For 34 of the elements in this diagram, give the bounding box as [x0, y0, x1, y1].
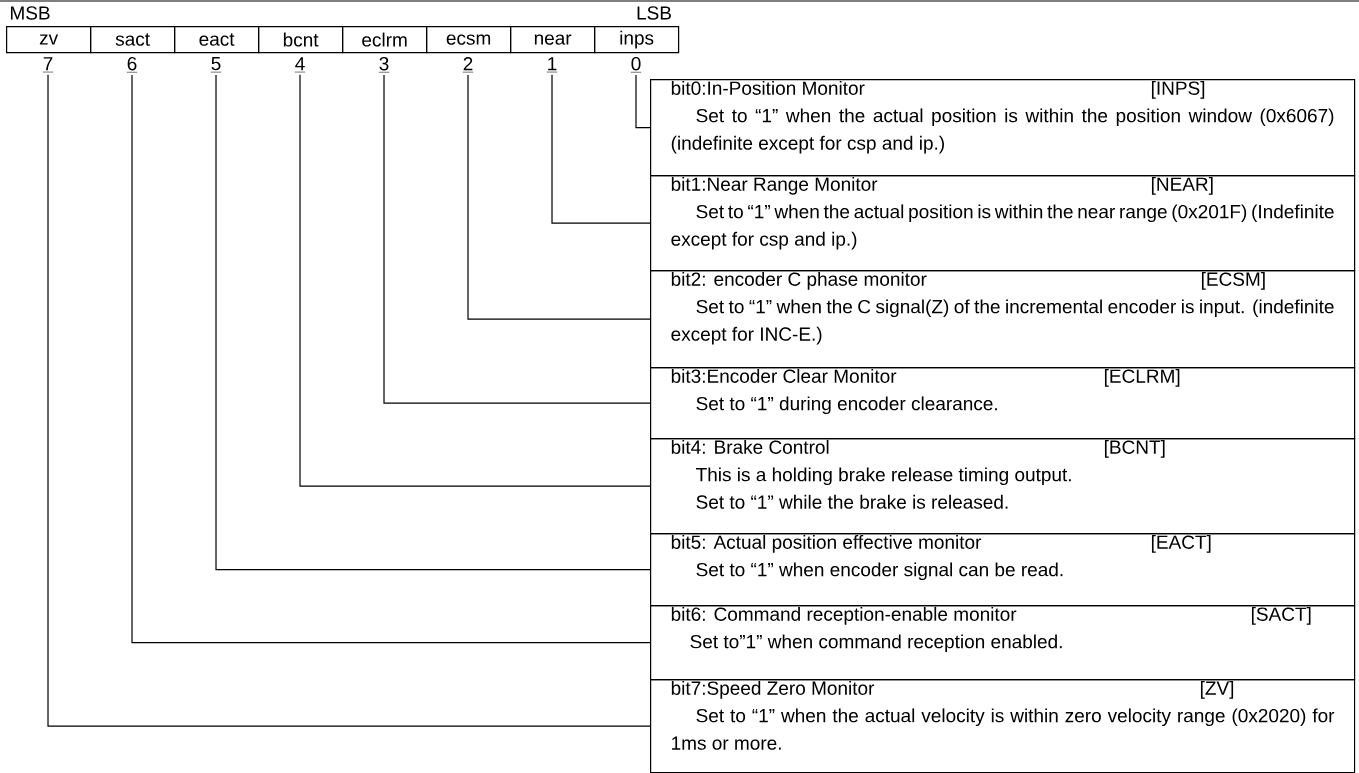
bit-number: 0 [630, 56, 642, 73]
description-box: bit1:Near Range Monitor [NEAR] Set to “1” when the actual position is within the near range (0x201F) (Indefinite except for csp and ip.) [650, 175, 1356, 272]
bit-number: 6 [126, 56, 138, 73]
bit-cell: zv [6, 26, 92, 54]
leader-line [635, 74, 651, 129]
description-box: bit5: Actual position effective monitor [EACT] Set to “1” when encoder signal can be read. [650, 533, 1356, 607]
leader-line [47, 74, 651, 727]
bit-order-label: LSB [637, 6, 671, 20]
bit-number: 4 [294, 57, 306, 73]
bit-cell: ecsm [426, 26, 512, 54]
leader-line [215, 74, 651, 571]
description-box: bit6: Command reception-enable monitor [SACT] Set to”1” when command reception enabled. [650, 605, 1356, 681]
description-box: bit4: Brake Control [BCNT] This is a holding brake release timing output. Set to “1” while the brake is released. [650, 438, 1356, 535]
bit-cell: bcnt [258, 26, 344, 54]
bit-order-label: MSB [11, 6, 50, 20]
description-box: bit0:In-Position Monitor [INPS] Set to “1” when the actual position is within the position window (0x6067) (indefinite except for csp and ip.) [650, 79, 1356, 177]
bit-cell: eact [174, 26, 260, 54]
description-box: bit2: encoder C phase monitor [ECSM] Set to “1” when the C signal(Z) of the incremental encoder is input. (indefinite except for INC-E.) [650, 270, 1356, 369]
bit-number: 2 [462, 57, 474, 73]
bit-number: 7 [42, 57, 54, 73]
description-box: bit3:Encoder Clear Monitor [ECLRM] Set to “1” during encoder clearance. [650, 367, 1356, 440]
leader-line [383, 74, 651, 404]
leader-line [131, 74, 651, 644]
description-box: bit7:Speed Zero Monitor [ZV] Set to “1” when the actual velocity is within zero velocity range (0x2020) for 1ms or more. [650, 679, 1356, 773]
bit-number: 1 [546, 57, 558, 73]
leader-line [467, 74, 651, 320]
bit-cell: eclrm [342, 26, 428, 54]
leader-line [299, 74, 651, 487]
bit-cell: inps [594, 26, 680, 54]
leader-line [551, 74, 651, 224]
bit-cell: sact [90, 26, 176, 54]
bit-number: 3 [378, 56, 390, 73]
bit-number: 5 [210, 57, 222, 73]
bit-cell: near [510, 26, 596, 54]
